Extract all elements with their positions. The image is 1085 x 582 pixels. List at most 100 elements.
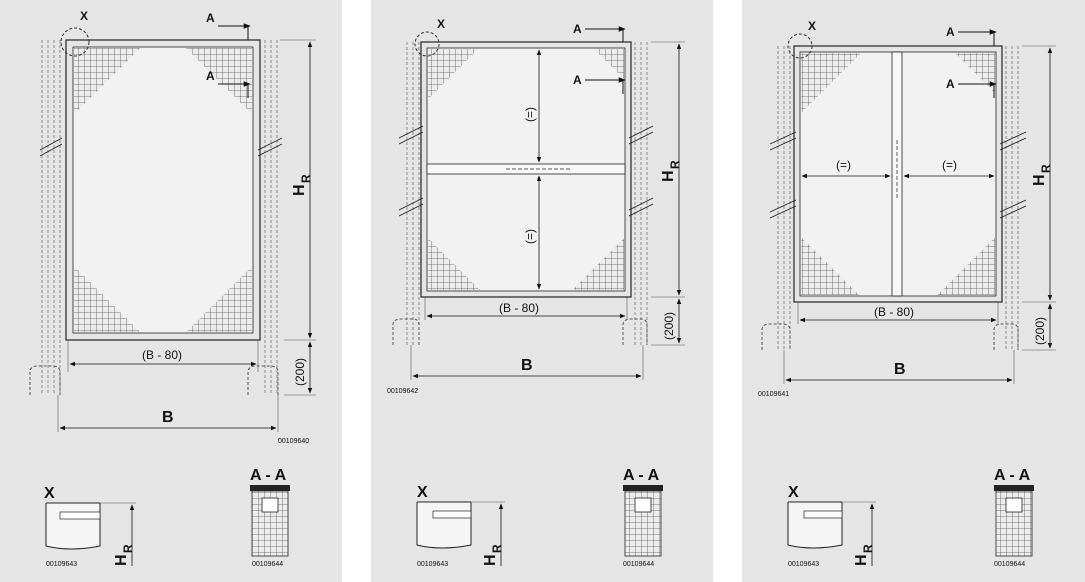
dim-base-label: (200) [293,358,307,386]
mesh-top-left [428,49,478,99]
dim-height-label: H R [660,160,682,182]
detail-aa-title: A - A [623,467,660,484]
svg-text:H: H [1031,174,1048,186]
frame-outer [65,39,261,341]
drawing-vertical-bar: X A A (=) (=) H R (200) (B - 80) B 00109… [758,19,1056,568]
dim-base-label: (200) [1033,317,1047,345]
drawing-code: 00109641 [758,391,789,398]
detail-x-code: 00109643 [788,561,819,568]
right-post [1005,46,1019,350]
mesh-bottom-left [428,238,480,290]
label-a-bottom: A [946,77,955,91]
detail-x-code: 00109643 [46,561,77,568]
detail-x-dim-label: H R [482,544,504,566]
detail-aa-title: A - A [994,467,1031,484]
detail-x-circle [787,33,813,59]
label-x: X [808,19,816,33]
panel-vertical-bar: X A A (=) (=) H R (200) (B - 80) B 00109… [742,0,1085,582]
detail-aa-title: A - A [250,467,287,484]
detail-aa-section [624,490,662,557]
svg-text:H: H [291,184,308,196]
break-mark-left-2 [769,199,797,219]
dim-equal-bottom-label: (=) [523,229,537,244]
mesh-bottom-right [937,237,995,295]
detail-aa-cap [250,485,290,491]
left-post [777,46,791,350]
frame-inner [72,46,254,334]
foot-right [993,323,1019,350]
foot-right [622,318,648,345]
detail-x-screw [59,511,101,520]
break-mark-left [39,137,63,157]
dim-width-label: B [894,361,906,378]
dim-equal-right-label: (=) [942,158,957,172]
break-mark-right [257,137,283,157]
right-post [634,42,648,345]
dim-inner-label: (B - 80) [874,305,914,319]
detail-x-body [45,502,101,550]
break-mark-left-2 [398,197,424,217]
mesh-top-right [594,49,624,79]
break-mark-right-2 [628,197,654,217]
break-mark-left [769,131,797,151]
right-post [264,40,278,395]
mesh-top-left [74,48,140,114]
detail-x-body [787,501,843,549]
drawing-horizontal-bar: X A A (=) (=) H R (200) (B - 80) B 00109… [387,17,685,568]
svg-text:R: R [299,174,313,183]
left-post [41,40,61,395]
mesh-bottom-right [186,266,252,332]
break-mark-left [398,125,424,145]
label-a-bottom: A [573,73,582,87]
drawing-code: 00109642 [387,388,418,395]
detail-x-screw [803,510,843,519]
detail-aa-code: 00109644 [623,561,654,568]
mesh-bottom-right [572,238,624,290]
mesh-top-right [955,53,995,93]
detail-aa-profile [634,497,652,513]
detail-x-code: 00109643 [417,561,448,568]
detail-aa-code: 00109644 [252,561,283,568]
detail-aa-code: 00109644 [994,561,1025,568]
detail-aa-profile [261,497,279,513]
dim-inner-label: (B - 80) [499,301,539,315]
break-mark-right [999,131,1027,151]
svg-text:R: R [121,544,135,553]
svg-text:R: R [668,160,682,169]
detail-x-screw [432,510,472,519]
detail-x-circle [414,31,440,57]
svg-text:R: R [490,544,504,553]
detail-x-title: X [44,485,55,502]
svg-text:H: H [113,554,130,566]
detail-x-dim-label: H R [113,544,135,566]
dim-height-label: H R [1031,164,1053,186]
label-x: X [80,9,88,23]
break-mark-right-2 [999,199,1027,219]
foot-left [29,365,61,395]
frame-outer [420,41,632,298]
drawing-single-frame: X A A H R (200) (B - 80) B 00109640 X H … [29,9,316,568]
detail-x-body [416,501,472,549]
detail-x-title: X [417,484,428,501]
detail-x-title: X [788,484,799,501]
frame-outer [793,45,1003,303]
foot-left [761,323,791,350]
detail-aa-profile [1005,497,1023,513]
dim-inner-label: (B - 80) [142,348,182,362]
panel-horizontal-bar: X A A (=) (=) H R (200) (B - 80) B 00109… [371,0,713,582]
drawing-code: 00109640 [278,438,309,445]
svg-text:R: R [861,544,875,553]
dim-base-label: (200) [662,312,676,340]
label-a-bottom: A [206,69,215,83]
mesh-top-right [186,48,252,114]
label-x: X [437,17,445,31]
svg-text:H: H [660,170,677,182]
label-a-top: A [573,22,582,36]
dim-equal-top-label: (=) [523,107,537,122]
mesh-top-left [801,53,861,113]
dim-width-label: B [162,409,174,426]
panel-single-frame: X A A H R (200) (B - 80) B 00109640 X H … [0,0,342,582]
label-a-top: A [206,11,215,25]
mesh-bottom-left [74,266,140,332]
break-mark-right [628,125,654,145]
